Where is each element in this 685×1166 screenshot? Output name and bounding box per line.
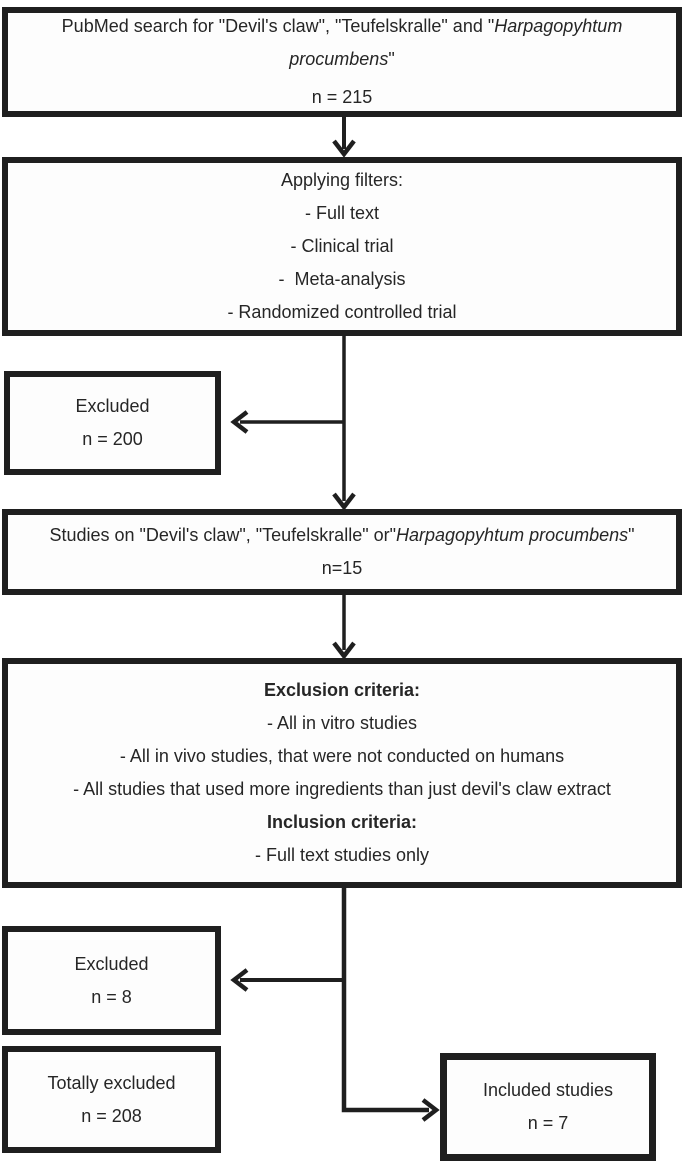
studies-title-pre: Studies on "Devil's claw", "Teufelskrall… <box>49 525 396 545</box>
arrowhead-down-3 <box>332 641 356 660</box>
excluded-200-count: n = 200 <box>82 429 143 449</box>
filter-item: - Clinical trial <box>290 236 394 256</box>
inclusion-criteria-item: - Full text studies only <box>254 845 430 865</box>
studies-box: Studies on "Devil's claw", "Teufelskrall… <box>2 509 682 595</box>
included-studies-count: n = 7 <box>527 1113 569 1133</box>
included-studies-box: Included studies n = 7 <box>440 1053 656 1161</box>
totally-excluded-count: n = 208 <box>81 1105 142 1126</box>
filter-item: - Full text <box>304 203 379 223</box>
applying-filters-box: Applying filters: - Full text - Clinical… <box>2 157 682 336</box>
excluded-200-box: Excluded n = 200 <box>4 371 221 475</box>
pubmed-search-title-latin: Harpagopyhtum procumbens <box>289 16 628 69</box>
filters-heading: Applying filters: <box>280 170 404 190</box>
pubmed-search-title: PubMed search for "Devil's claw", "Teufe… <box>8 10 676 76</box>
included-studies-label: Included studies <box>482 1080 614 1100</box>
pubmed-search-title-post: " <box>388 49 395 69</box>
excluded-8-label: Excluded <box>74 953 149 974</box>
arrow-criteria-to-included <box>341 888 429 1113</box>
pubmed-search-title-pre: PubMed search for "Devil's claw", "Teufe… <box>61 16 495 36</box>
studies-title: Studies on "Devil's claw", "Teufelskrall… <box>45 519 638 552</box>
arrowhead-down-2 <box>332 492 356 511</box>
criteria-box: Exclusion criteria: - All in vitro studi… <box>2 658 682 888</box>
studies-title-latin: Harpagopyhtum procumbens <box>396 525 629 545</box>
studies-count: n=15 <box>321 558 363 578</box>
pubmed-search-count: n = 215 <box>311 87 373 107</box>
arrowhead-right-1 <box>421 1098 440 1122</box>
exclusion-criteria-item: - All in vitro studies <box>266 713 418 733</box>
excluded-200-label: Excluded <box>75 396 150 416</box>
arrowhead-down-1 <box>332 139 356 158</box>
exclusion-criteria-item: - All studies that used more ingredients… <box>73 779 611 799</box>
exclusion-criteria-heading: Exclusion criteria: <box>263 680 421 700</box>
arrowhead-left-2 <box>230 968 249 992</box>
pubmed-search-box: PubMed search for "Devil's claw", "Teufe… <box>2 7 682 117</box>
inclusion-criteria-heading: Inclusion criteria: <box>266 812 418 832</box>
totally-excluded-box: Totally excluded n = 208 <box>2 1046 221 1153</box>
excluded-8-box: Excluded n = 8 <box>2 926 221 1035</box>
exclusion-criteria-item: - All in vivo studies, that were not con… <box>119 746 565 766</box>
totally-excluded-label: Totally excluded <box>47 1072 176 1093</box>
studies-title-post: " <box>628 525 635 545</box>
arrowhead-left-1 <box>230 410 249 434</box>
excluded-8-count: n = 8 <box>91 986 132 1007</box>
filter-item: - Meta-analysis <box>278 269 406 289</box>
filter-item: - Randomized controlled trial <box>227 302 457 322</box>
